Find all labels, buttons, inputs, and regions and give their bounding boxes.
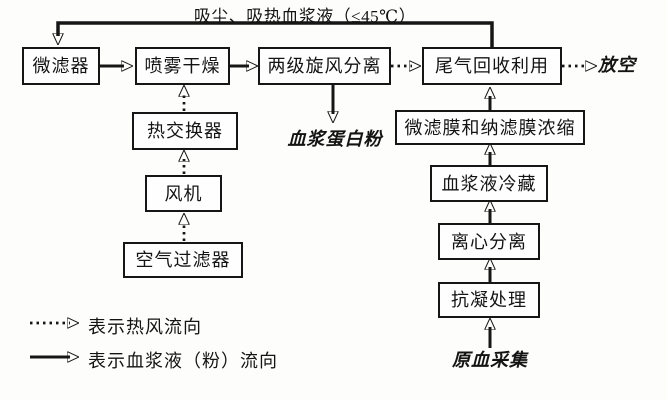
box-micro-filter: 微滤器 (22, 47, 100, 85)
box-tail-gas-recovery: 尾气回收利用 (422, 47, 562, 85)
arrow-tailgas-return-to-microfilter (58, 21, 494, 47)
label-raw-blood-collection: 原血采集 (452, 350, 528, 370)
box-anticoagulation-treatment: 抗凝处理 (438, 282, 540, 318)
box-air-filter: 空气过滤器 (123, 242, 243, 278)
box-cyclone-separator: 两级旋风分离 (258, 47, 391, 85)
label-vent: 放空 (598, 55, 636, 75)
box-heat-exchanger: 热交换器 (132, 112, 238, 150)
label-plasma-protein-powder: 血浆蛋白粉 (287, 129, 383, 149)
box-fan: 风机 (145, 175, 222, 212)
legend-hot-air-label: 表示热风流向 (88, 317, 202, 337)
top-flow-label: 吸尘、吸热血浆液（≤45℃） (193, 7, 417, 26)
box-spray-dryer: 喷雾干燥 (135, 47, 230, 85)
legend-plasma-flow-label: 表示血浆液（粉）流向 (88, 351, 278, 371)
box-centrifugal-separation: 离心分离 (438, 223, 540, 260)
box-membrane-concentration: 微滤膜和纳滤膜浓缩 (395, 110, 585, 145)
box-plasma-cold-storage: 血浆液冷藏 (430, 165, 548, 202)
